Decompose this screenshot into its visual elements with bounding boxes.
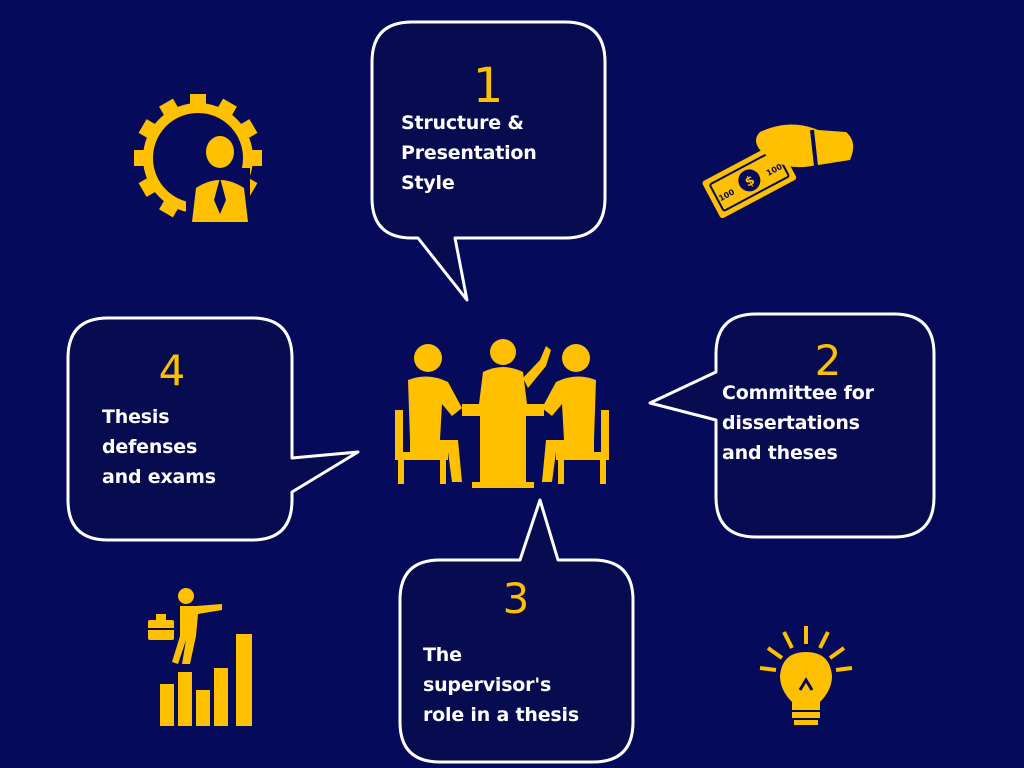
gear-person-icon (134, 94, 262, 228)
bubble-3-number: 3 (502, 574, 530, 623)
bubble-3-label: The supervisor's role in a thesis (423, 640, 579, 730)
bubble-2-number: 2 (814, 336, 842, 385)
bubble-2-label: Committee for dissertations and theses (722, 378, 874, 468)
lightbulb-icon (759, 626, 853, 725)
bubble-4-line-2: defenses (102, 436, 198, 458)
bubble-4-line-3: and exams (102, 466, 216, 488)
bubble-3-line-2: supervisor's (423, 674, 552, 696)
hand-money-icon: $ 100 100 (702, 124, 854, 219)
bubble-2-line-3: and theses (722, 442, 838, 464)
bubble-3-line-1: The (423, 644, 462, 666)
bubble-4-number: 4 (158, 346, 186, 395)
growth-chart-icon (148, 588, 252, 726)
bubble-2-line-1: Committee for (722, 382, 874, 404)
bubble-1-number: 1 (472, 58, 504, 114)
bubble-4-line-1: Thesis (102, 406, 170, 428)
bubble-1-line-2: Presentation (401, 142, 537, 164)
bubble-4-label: Thesis defenses and exams (102, 402, 216, 492)
bubble-3-shape (398, 498, 635, 764)
bubble-1-line-3: Style (401, 172, 455, 194)
bubble-1-line-1: Structure & (401, 112, 524, 134)
bubble-4-shape (66, 316, 360, 542)
bubble-2-line-2: dissertations (722, 412, 860, 434)
bubble-3-line-3: role in a thesis (423, 704, 579, 726)
bubble-2-shape (648, 312, 936, 539)
meeting-table-icon (395, 339, 609, 488)
bubble-1-label: Structure & Presentation Style (401, 108, 537, 198)
bubble-1-shape (370, 20, 607, 302)
